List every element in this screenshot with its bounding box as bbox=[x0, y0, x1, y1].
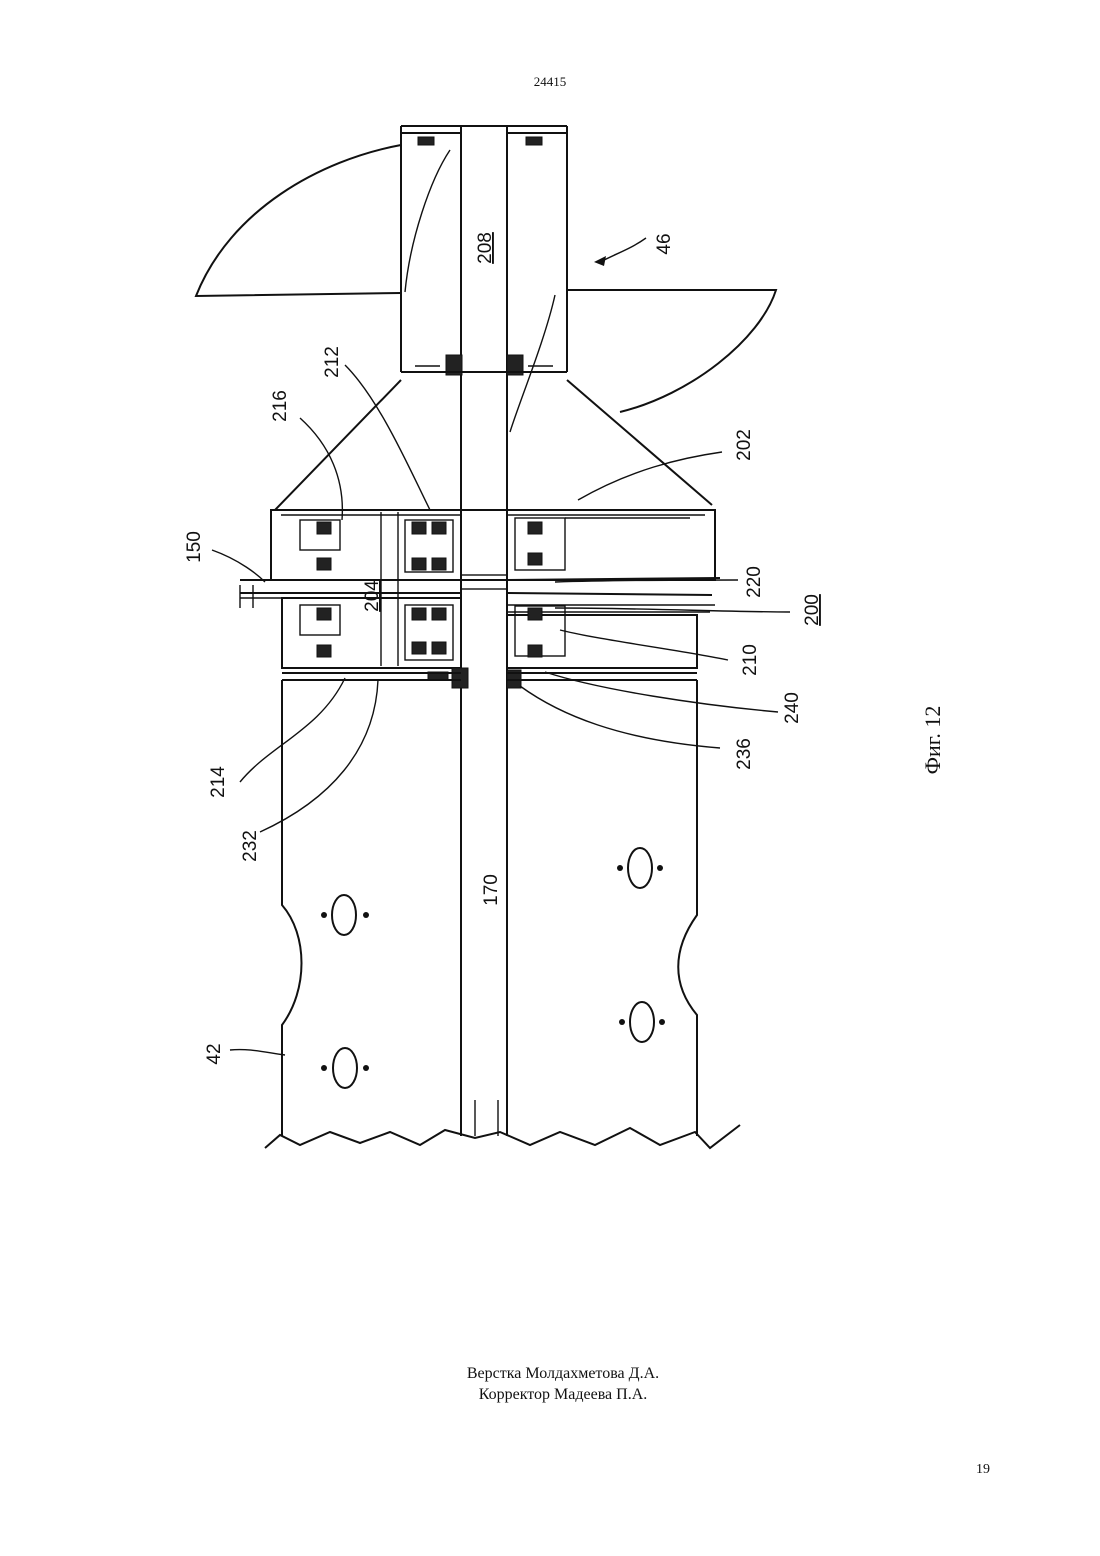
label-150: 150 bbox=[184, 531, 205, 563]
label-214: 214 bbox=[208, 766, 229, 798]
label-210: 210 bbox=[740, 644, 761, 676]
central-shaft bbox=[461, 126, 507, 1136]
label-46: 46 bbox=[654, 233, 675, 254]
label-204: 204 bbox=[362, 580, 383, 612]
label-202: 202 bbox=[734, 429, 755, 461]
label-200: 200 bbox=[802, 594, 823, 626]
credit-layout: Верстка Молдахметова Д.А. bbox=[0, 1363, 1100, 1384]
label-216: 216 bbox=[270, 390, 291, 422]
credits-block: Верстка Молдахметова Д.А. Корректор Маде… bbox=[0, 1363, 1100, 1405]
right-blade bbox=[510, 290, 776, 432]
lower-coupling bbox=[240, 585, 697, 688]
label-236: 236 bbox=[734, 738, 755, 770]
credit-corrector: Корректор Мадеева П.А. bbox=[0, 1384, 1100, 1405]
coupling-housing bbox=[240, 510, 720, 666]
label-212: 212 bbox=[322, 346, 343, 378]
label-170: 170 bbox=[481, 874, 502, 906]
leader-lines bbox=[212, 238, 790, 1055]
lower-tube bbox=[265, 680, 740, 1148]
label-208: 208 bbox=[475, 232, 496, 264]
label-232: 232 bbox=[240, 830, 261, 862]
label-240: 240 bbox=[782, 692, 803, 724]
left-blade bbox=[196, 145, 450, 296]
figure-caption: Фиг. 12 bbox=[920, 706, 945, 775]
label-42: 42 bbox=[204, 1043, 225, 1064]
page-number: 19 bbox=[976, 1462, 990, 1478]
label-220: 220 bbox=[744, 566, 765, 598]
